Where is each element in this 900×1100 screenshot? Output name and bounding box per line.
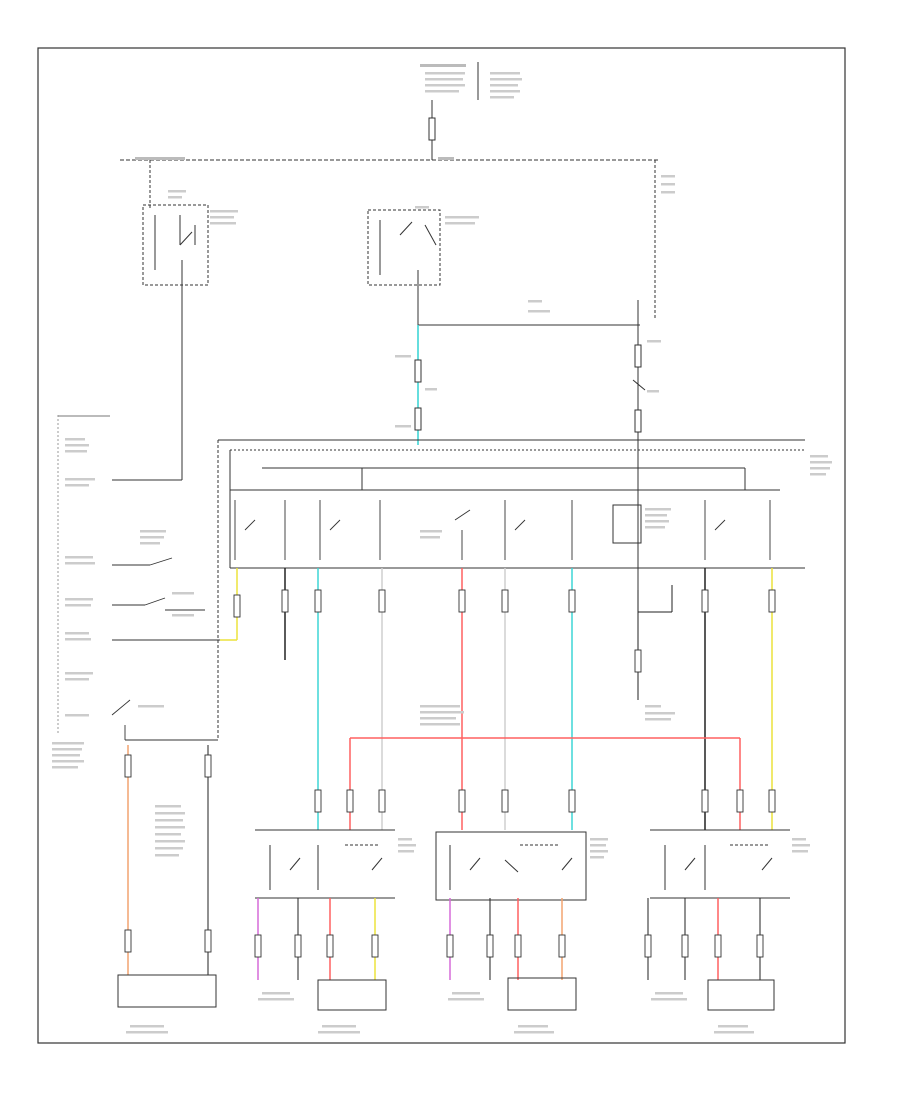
power-feed [120, 62, 660, 460]
cyan-feed-wire [395, 325, 437, 445]
accessory-relay-center [367, 206, 640, 326]
left-front-window-motor [117, 974, 217, 1034]
left-circuit-labels [52, 415, 220, 769]
circuit-breaker-right [528, 300, 661, 433]
right-front-window-motor [258, 979, 387, 1034]
right-rear-window-motor [651, 979, 775, 1034]
left-rear-window-motor [448, 977, 577, 1034]
right-rear-window-switch [650, 829, 810, 899]
right-front-window-switch [255, 829, 416, 899]
wire-connectors [124, 589, 776, 813]
motor-connectors [124, 929, 764, 958]
diagram-border [37, 47, 846, 1044]
mid-labels [155, 705, 675, 857]
master-window-switch [217, 439, 832, 740]
ignition-relay-left [112, 190, 238, 481]
left-rear-window-switch [435, 831, 608, 901]
fuse-labels [135, 64, 675, 194]
